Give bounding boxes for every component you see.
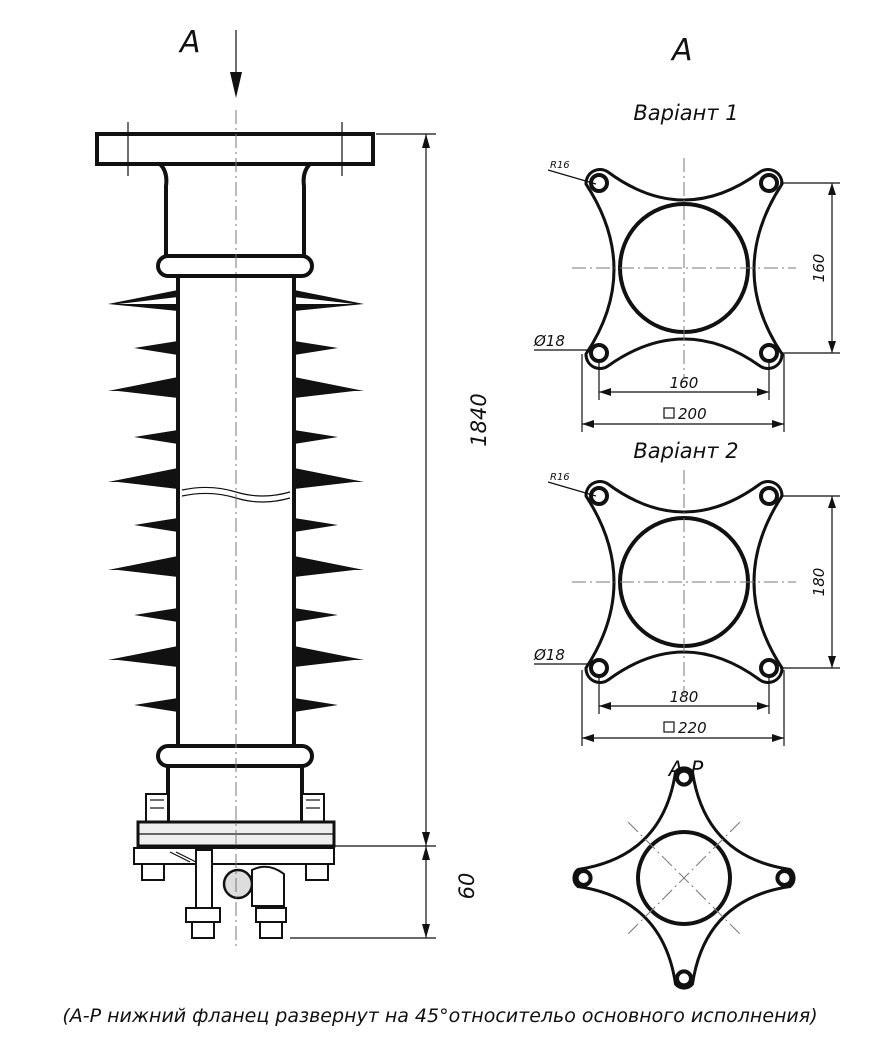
height-dim-label: 1840 [467,393,491,446]
variant1-vertical-dim: 160 [810,254,828,283]
variant2-radius-label: R16 [550,472,570,483]
variant2-flange-view: Варіант 2 R16 Ø18 180 180 220 [533,439,840,746]
upper-collar [156,254,314,278]
rotated-hole [675,768,693,787]
base-hardware [133,847,335,939]
rotated-hole [675,969,693,988]
rotated-hole [574,869,593,887]
variant1-outer-dim: 200 [678,405,707,423]
variant2-outer-dim: 220 [678,719,707,737]
flange-bolts [145,793,325,823]
base-dim-label: 60 [455,873,479,900]
square-symbol [663,407,675,419]
view-label-right: A [670,33,693,68]
top-flange [95,132,375,166]
variant1-hole-label: Ø18 [533,332,565,350]
square-symbol [663,721,675,733]
variant2-title: Варіант 2 [633,439,738,463]
variant2-hole [759,486,779,506]
variant2-hole [589,486,609,506]
variant1-horizontal-dim: 160 [670,374,699,392]
variant1-hole [759,173,779,193]
view-arrow [230,30,242,98]
height-dimension: 1840 60 [290,133,491,939]
rotated-hole [775,869,794,887]
rotated-bore [636,830,732,926]
variant1-flange-view: Варіант 1 R16 Ø18 160 160 200 [533,101,840,432]
insulator-side-view: A [95,25,491,950]
variant2-hole-label: Ø18 [533,646,565,664]
variant1-flange-outline [584,168,784,370]
insulator-sheds [108,290,364,712]
drawing-caption: (А-Р нижний фланец развернут на 45°относ… [62,1005,817,1027]
rotated-flange-view: А-Р [572,757,796,990]
view-label-left: A [178,25,201,60]
variant2-horizontal-dim: 180 [670,688,699,706]
lower-collar [156,744,314,768]
variant1-title: Варіант 1 [633,101,738,125]
variant1-hole [589,343,609,363]
variant1-hole [759,343,779,363]
variant2-vertical-dim: 180 [810,568,828,597]
variant1-radius-label: R16 [550,160,570,171]
